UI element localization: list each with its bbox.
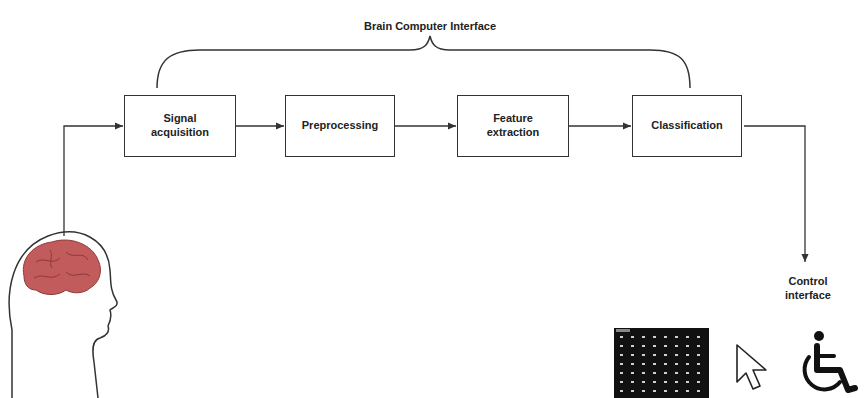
box-label: Classification bbox=[651, 119, 723, 133]
box-label: Signal acquisition bbox=[133, 112, 227, 140]
cursor-icon bbox=[737, 345, 766, 389]
speller-header bbox=[616, 329, 630, 332]
signal-lead bbox=[64, 126, 123, 236]
box-text-wrap: Classification bbox=[651, 119, 723, 133]
speller-dots bbox=[618, 334, 706, 396]
box-label: Feature extraction bbox=[466, 112, 560, 140]
flow-arrow bbox=[569, 125, 631, 126]
process-box: Feature extraction bbox=[457, 95, 569, 157]
speller-grid bbox=[614, 328, 709, 398]
box-text-wrap: Preprocessing bbox=[302, 119, 378, 133]
process-box: Preprocessing bbox=[285, 95, 395, 157]
flow-arrow bbox=[395, 125, 456, 126]
brace bbox=[157, 36, 690, 88]
wheelchair-icon bbox=[805, 331, 855, 390]
flow-arrow bbox=[236, 125, 284, 126]
output-label: Control interface bbox=[778, 275, 838, 303]
group-heading: Brain Computer Interface bbox=[320, 20, 540, 34]
output-lead bbox=[744, 126, 805, 262]
brain-folds bbox=[34, 250, 90, 278]
box-label: Preprocessing bbox=[302, 119, 378, 133]
process-box: Signal acquisition bbox=[124, 95, 236, 157]
box-text-wrap: Feature extraction bbox=[466, 112, 560, 140]
head-outline bbox=[9, 232, 117, 398]
box-text-wrap: Signal acquisition bbox=[133, 112, 227, 140]
brain bbox=[23, 240, 100, 294]
process-box: Classification bbox=[632, 95, 742, 157]
